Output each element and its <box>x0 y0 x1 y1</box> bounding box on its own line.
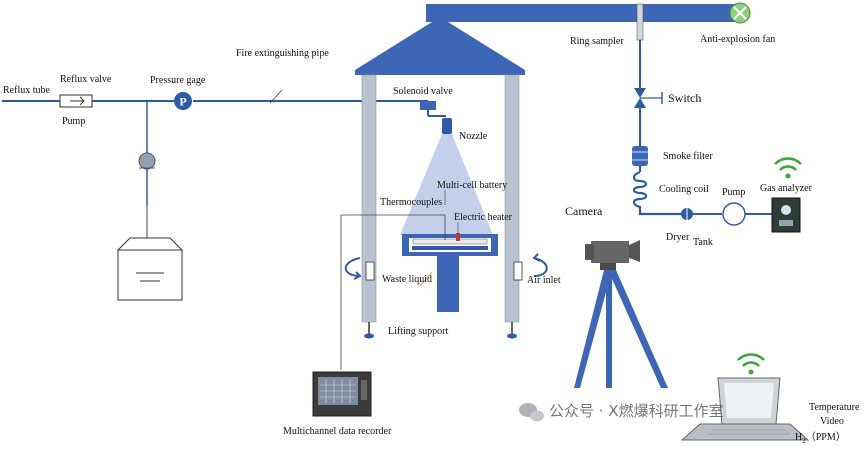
video-label: Video <box>820 416 844 427</box>
data-recorder-icon <box>312 371 372 417</box>
wifi-icon-analyzer <box>774 157 802 179</box>
cooling-coil-label: Cooling coil <box>659 184 709 195</box>
dryer-label: Dryer <box>666 232 690 243</box>
battery-holder <box>402 233 498 256</box>
pump-left-label: Pump <box>62 116 85 127</box>
water-spray <box>400 134 493 235</box>
lifting-support <box>437 256 459 312</box>
camera-label: Camera <box>565 204 603 218</box>
air-inlet-label: Air inlet <box>527 275 561 286</box>
data-recorder-label: Multichannel data recorder <box>283 426 392 437</box>
cooling-coil <box>632 170 683 216</box>
temperature-label: Temperature <box>809 402 860 413</box>
dryer-tank <box>681 208 722 220</box>
reflux-tube-label: Reflux tube <box>3 85 50 96</box>
fire-pipe-label: Fire extinguishing pipe <box>236 48 329 59</box>
heater-label: Electric heater <box>454 212 513 223</box>
smoke-filter-label: Smoke filter <box>663 151 713 162</box>
smoke-filter <box>632 146 648 172</box>
nozzle <box>442 118 452 134</box>
exhaust-duct <box>456 2 751 24</box>
gas-analyzer-icon <box>771 197 801 233</box>
tank-label: Tank <box>693 237 713 248</box>
nozzle-label: Nozzle <box>459 131 488 142</box>
reflux-valve-label: Reflux valve <box>60 74 112 85</box>
wifi-icon-laptop <box>737 353 765 375</box>
chamber <box>344 4 548 339</box>
pump-right-icon <box>722 202 746 226</box>
thermocouple-wire <box>340 190 459 370</box>
pressure-gage-label: Pressure gage <box>150 75 206 86</box>
svg-text:P: P <box>179 95 186 109</box>
fan-label: Anti-explosion fan <box>700 34 775 45</box>
camera-tripod <box>574 240 668 388</box>
switch-label: Switch <box>668 91 701 105</box>
laptop-icon <box>680 377 810 441</box>
thermocouples-label: Thermocouples <box>380 197 442 208</box>
wechat-watermark: 公众号 · X燃爆科研工作室 <box>519 402 724 422</box>
h2-label: H2（PPM） <box>795 431 846 445</box>
pressure-gage: P <box>174 92 192 110</box>
lifting-support-label: Lifting support <box>388 326 448 337</box>
ring-sampler-label: Ring sampler <box>570 36 624 47</box>
watermark-text: 公众号 · X燃爆科研工作室 <box>549 402 724 420</box>
ring-sampler <box>636 3 644 88</box>
gas-analyzer-label: Gas analyzer <box>760 183 813 194</box>
solenoid-valve-label: Solenoid valve <box>393 86 453 97</box>
pump-right-label: Pump <box>722 187 745 198</box>
solenoid-valve <box>420 101 446 117</box>
water-tank <box>116 237 184 301</box>
pump-left-icon <box>138 152 156 170</box>
switch-valve <box>634 88 663 146</box>
battery-label: Multi-cell battery <box>437 180 507 191</box>
waste-liquid-label: Waste liquid <box>382 274 432 285</box>
